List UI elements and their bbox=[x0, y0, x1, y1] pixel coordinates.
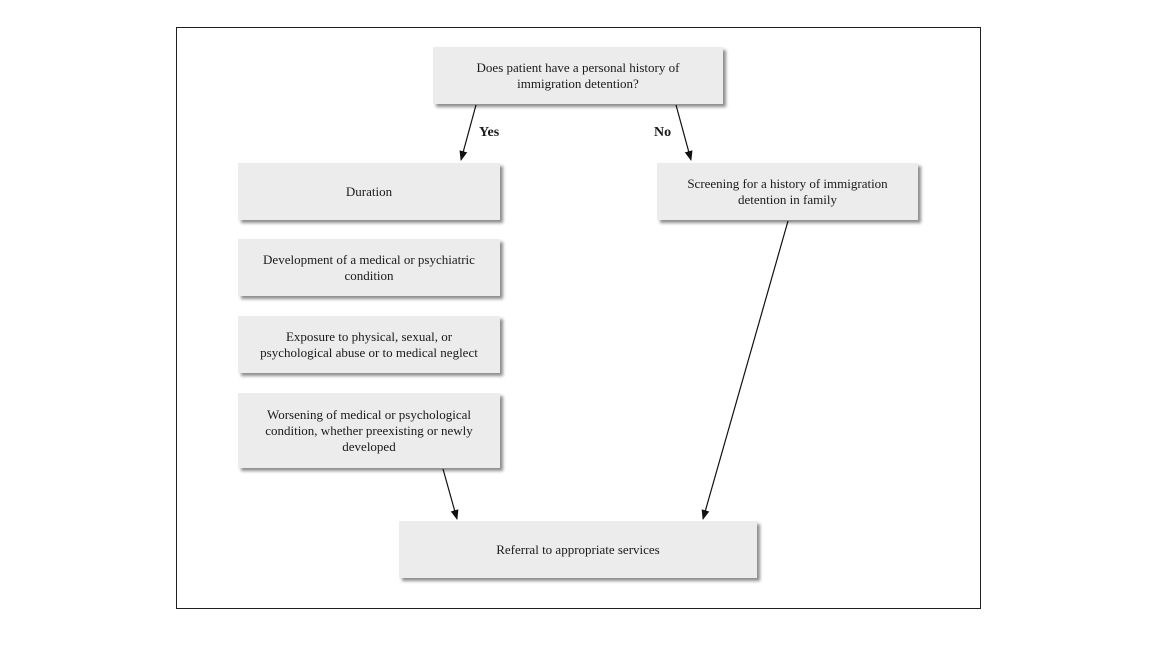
referral-box: Referral to appropriate services bbox=[399, 521, 757, 578]
yes-label: Yes bbox=[479, 125, 500, 140]
duration-box: Duration bbox=[238, 163, 500, 220]
question-box: Does patient have a personal history of … bbox=[433, 47, 723, 104]
referral-text: Referral to appropriate services bbox=[496, 541, 660, 557]
exposure-text: Exposure to physical, sexual, or psychol… bbox=[260, 328, 478, 360]
no-label: No bbox=[654, 125, 672, 140]
no-arrow bbox=[675, 104, 693, 161]
screening-text: Screening for a history of immigration d… bbox=[687, 175, 888, 207]
question-text: Does patient have a personal history of … bbox=[476, 59, 680, 91]
development-text: Development of a medical or psychiatric … bbox=[263, 251, 475, 283]
diagram-frame bbox=[176, 27, 981, 609]
exposure-box: Exposure to physical, sexual, or psychol… bbox=[238, 316, 500, 373]
screening-box: Screening for a history of immigration d… bbox=[657, 163, 918, 220]
worsening-text: Worsening of medical or psychological co… bbox=[265, 406, 473, 454]
yes-to-referral-arrow bbox=[442, 468, 459, 520]
worsening-box: Worsening of medical or psychological co… bbox=[238, 393, 500, 468]
development-box: Development of a medical or psychiatric … bbox=[238, 239, 500, 296]
yes-arrow bbox=[459, 104, 477, 161]
no-to-referral-arrow bbox=[701, 220, 789, 520]
duration-text: Duration bbox=[345, 183, 393, 199]
